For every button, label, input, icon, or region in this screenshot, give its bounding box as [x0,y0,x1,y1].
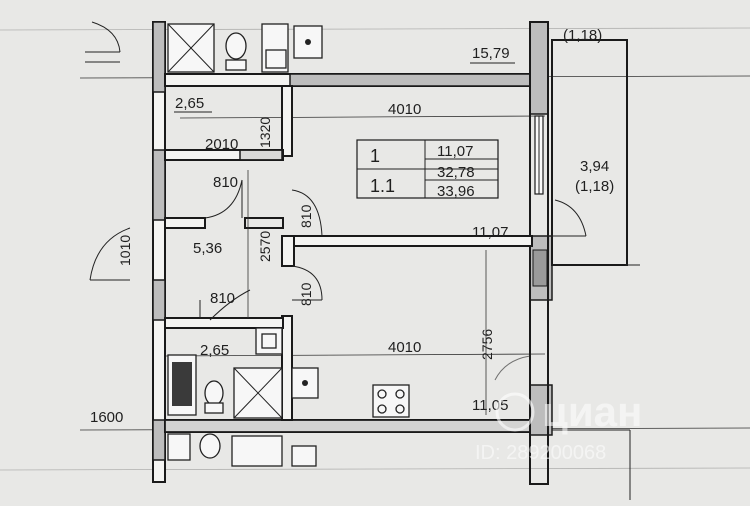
table-value-2: 32,78 [437,164,475,181]
dim-810-b: 810 [210,290,235,307]
dim-1320: 1320 [257,117,273,148]
dim-4010-bottom: 4010 [388,339,421,356]
room-area-living: 11,07 [472,224,508,241]
dim-810-a: 810 [213,174,238,191]
bottom-bathroom-fixtures [167,327,319,467]
table-value-1: 11,07 [437,143,473,160]
room-area-bath: 2,65 [200,342,229,359]
dim-2756: 2756 [479,329,495,360]
balcony-column [532,249,548,287]
dim-810-d: 810 [298,282,314,306]
dim-4010-top: 4010 [388,101,421,118]
dim-1010: 1010 [117,235,133,266]
stove [372,384,410,418]
dim-2570: 2570 [257,231,273,262]
watermark-brand: циан [542,388,642,435]
door-arc-top-left [85,21,121,63]
dim-1600: 1600 [90,409,123,426]
room-area-neighbor: 15,79 [472,45,510,62]
dimension-labels: 4010 4010 2010 810 810 1600 1320 2570 81… [90,101,495,426]
dim-2010: 2010 [205,136,238,153]
balcony-top-paren: (1,18) [563,27,602,44]
summary-table: 1 1.1 11,07 32,78 33,96 [356,139,499,200]
door-swings [89,179,587,381]
room-area-corridor: 5,36 [193,240,222,257]
dim-810-c: 810 [298,204,314,228]
table-value-3: 33,96 [437,183,475,200]
table-row2-label: 1.1 [370,176,395,196]
table-row1-label: 1 [370,146,380,166]
room-area-balcony-paren: (1,18) [575,178,614,195]
room-area-hall: 2,65 [175,95,204,112]
watermark-logo-icon [495,392,535,432]
outer-walls [152,21,640,500]
interior-walls [164,85,533,421]
watermark-id: ID: 289200068 [475,442,606,464]
top-bathroom-fixtures [167,23,323,73]
watermark: циан ID: 289200068 [475,388,642,464]
room-area-balcony: 3,94 [580,158,609,175]
